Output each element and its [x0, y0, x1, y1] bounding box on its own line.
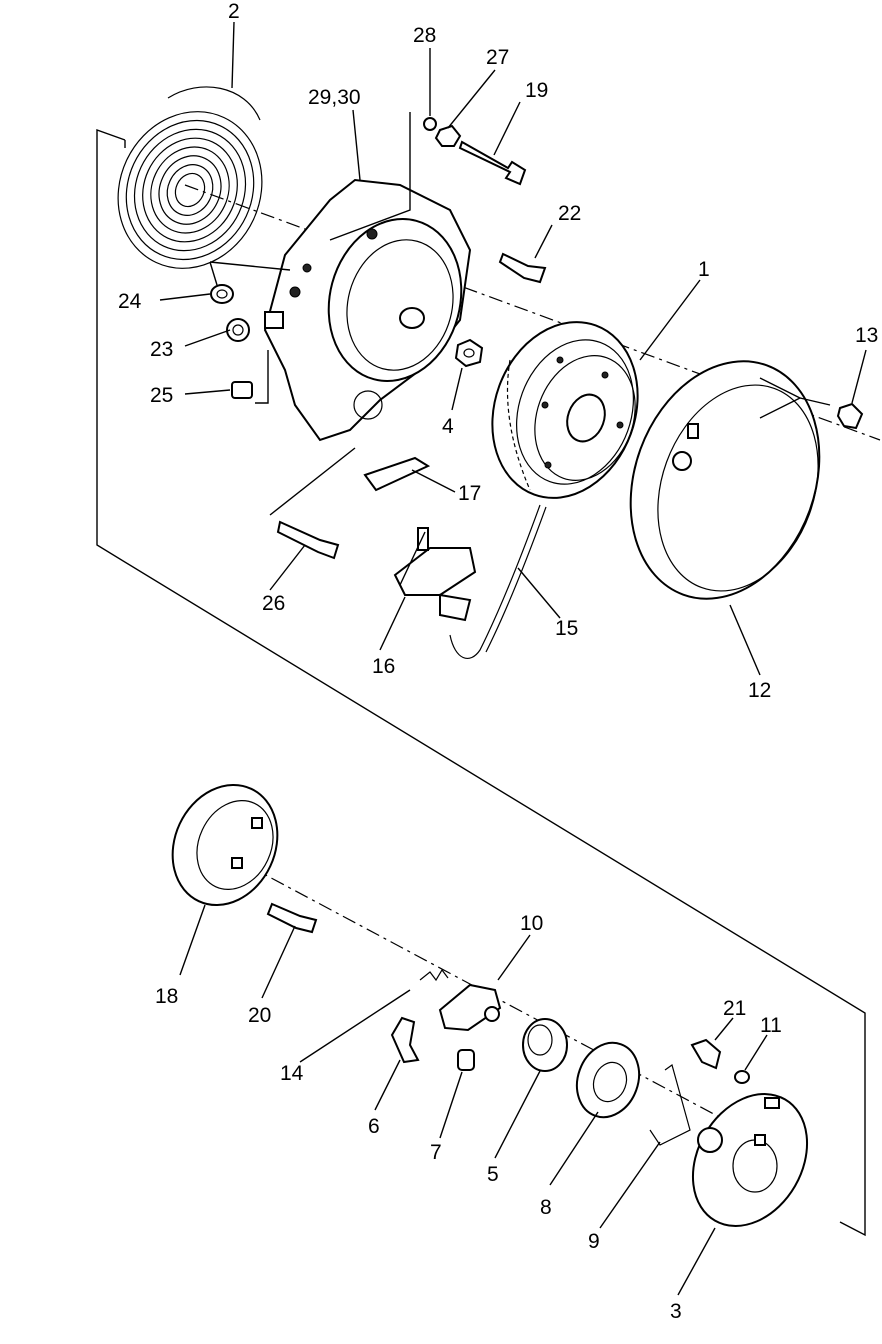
- callout-20: 20: [248, 1004, 271, 1027]
- callout-26: 26: [262, 592, 285, 615]
- recoil-spring: [117, 86, 263, 269]
- callout-22: 22: [558, 202, 581, 225]
- callout-28: 28: [413, 24, 436, 47]
- starter-housing: [263, 178, 472, 442]
- callout-15: 15: [555, 617, 578, 640]
- callout-9: 9: [588, 1230, 600, 1253]
- callout-3: 3: [670, 1300, 682, 1323]
- callout-13: 13: [855, 324, 878, 347]
- rope-handle-group: [269, 447, 547, 660]
- callout-19: 19: [525, 79, 548, 102]
- callout-18: 18: [155, 985, 178, 1008]
- callout-23: 23: [150, 338, 173, 361]
- callout-21: 21: [723, 997, 746, 1020]
- outer-cover: [629, 360, 864, 600]
- axis-lines: [184, 184, 881, 1161]
- leader-lines: [159, 21, 867, 1296]
- callout-24: 24: [118, 290, 142, 313]
- callout-2: 2: [228, 0, 240, 23]
- callout-6: 6: [368, 1115, 380, 1138]
- callout-10: 10: [520, 912, 543, 935]
- callout-17: 17: [458, 482, 481, 505]
- lower-hardware: [390, 968, 809, 1227]
- callout-29-30: 29,30: [308, 86, 361, 109]
- callout-12: 12: [748, 679, 771, 702]
- callout-4: 4: [442, 415, 454, 438]
- lower-cup: [171, 783, 318, 934]
- callout-16: 16: [372, 655, 395, 678]
- callout-14: 14: [280, 1062, 304, 1085]
- housing-hardware: [210, 117, 547, 399]
- callout-1: 1: [698, 258, 710, 281]
- callout-25: 25: [150, 384, 173, 407]
- callout-11: 11: [760, 1014, 782, 1037]
- assembly-bracket: [96, 129, 866, 1237]
- callout-7: 7: [430, 1141, 442, 1164]
- callout-5: 5: [487, 1163, 499, 1186]
- callout-labels: 2 28 27 19 29,30 22 1 24 13 23 25 4 17 2…: [118, 0, 878, 1323]
- callout-8: 8: [540, 1196, 552, 1219]
- callout-27: 27: [486, 46, 509, 69]
- rope-reel: [491, 321, 639, 499]
